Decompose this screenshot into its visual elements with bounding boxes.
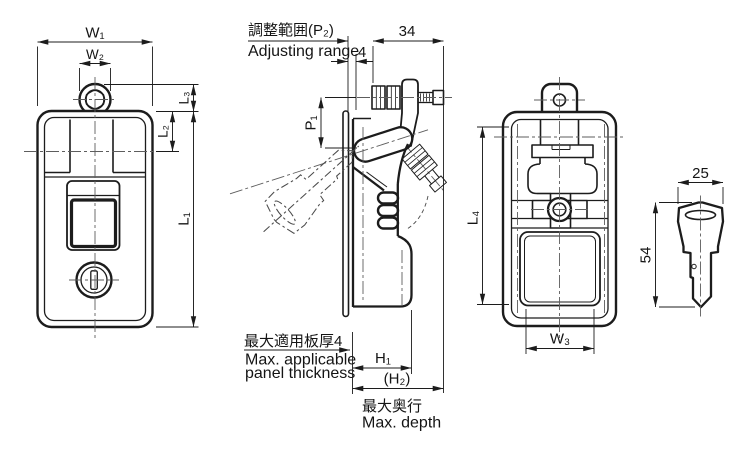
side-view-dimensions: 調整範囲(P₂) Adjusting range 4 34 P₁ 最大適用板厚4… — [244, 21, 444, 432]
max-depth-en: Max. depth — [362, 415, 441, 432]
panel-thickness-en2: panel thickness — [245, 365, 355, 382]
side-keeper-rotation-arc — [406, 195, 429, 230]
panel-thickness-jp: 最大適用板厚4 — [244, 332, 342, 350]
w1-label: W₁ — [85, 25, 104, 42]
key-length-label: 54 — [638, 247, 655, 264]
front-trigger-recess — [45, 119, 145, 178]
p1-label: P₁ — [303, 115, 320, 130]
back-lower-recess — [519, 231, 601, 307]
front-view-dimensions: W₁ W₂ L₃ L₂ L₁ — [37, 25, 199, 328]
key-view: 25 54 — [638, 165, 725, 317]
adjusting-range-jp: 調整範囲(P₂) — [248, 21, 334, 39]
adjusting-range-en: Adjusting range — [248, 43, 359, 60]
l4-label: L₄ — [465, 211, 482, 225]
key-blade-detent — [691, 263, 697, 270]
side-bolt-thread — [418, 91, 433, 104]
l2-label: L₂ — [156, 125, 171, 138]
side-bellows — [376, 184, 400, 236]
front-handle-outline — [66, 180, 121, 251]
h1-label: H₁ — [375, 350, 391, 367]
side-housing-shoulder-inner — [366, 171, 388, 188]
slot-width-label: 4 — [358, 44, 366, 61]
max-depth-jp: 最大奥行 — [362, 398, 422, 415]
side-housing-shoulder — [352, 166, 385, 192]
back-view-dimensions: L₄ W₃ — [465, 126, 595, 354]
side-phantom-key — [259, 133, 369, 239]
w3-label: W₃ — [550, 331, 570, 348]
side-housing-lower — [353, 234, 413, 308]
keeper-length-label: 34 — [399, 23, 416, 40]
l3-label: L₃ — [177, 91, 192, 104]
w2-label: W₂ — [86, 47, 104, 62]
l1-label: L₁ — [176, 212, 193, 225]
front-handle-grip — [69, 198, 118, 249]
key-outline-group — [676, 195, 725, 317]
back-view — [494, 77, 624, 338]
panel-thickness-en1: Max. applicable — [245, 352, 356, 369]
h2-label: (H₂) — [384, 371, 411, 388]
front-view — [24, 77, 168, 341]
back-lower-recess-inner — [524, 235, 596, 303]
side-pawl-axis — [229, 129, 429, 195]
key-width-label: 25 — [692, 165, 709, 182]
side-view — [229, 78, 452, 318]
side-housing-neck — [396, 143, 410, 185]
side-flange — [342, 110, 350, 318]
